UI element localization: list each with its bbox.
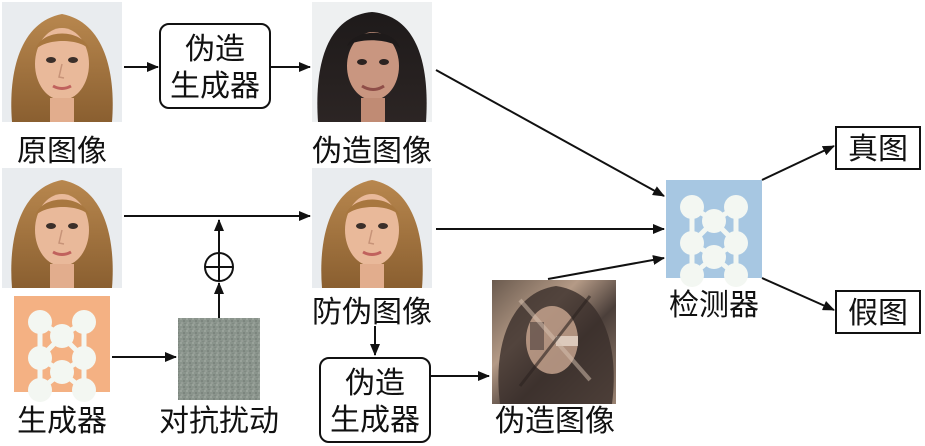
forged-image-top-photo: [310, 0, 434, 124]
forgery-generator-box-top: 伪造 生成器: [159, 23, 271, 109]
fake-image-label: 假图: [848, 296, 908, 331]
forgery-generator-line1: 伪造: [185, 32, 245, 67]
arrow-detector-to-real: [761, 145, 835, 181]
anti-forgery-image-label: 防伪图像: [312, 295, 432, 330]
generator-network-tile: [14, 296, 110, 402]
forgery-generator-bottom-line1: 伪造: [345, 366, 405, 401]
fake-image-output-box: 假图: [835, 290, 921, 334]
detector-label: 检测器: [669, 288, 759, 323]
forgery-generator-box-bottom: 伪造 生成器: [319, 357, 431, 443]
original-image-label: 原图像: [17, 134, 107, 169]
anti-forgery-image-photo: [310, 166, 434, 290]
detector-network-tile: [666, 180, 762, 287]
forgery-generator-bottom-line2: 生成器: [330, 403, 420, 438]
real-image-output-box: 真图: [835, 126, 921, 170]
arrow-detector-to-fake: [761, 277, 835, 311]
forged-image-bottom-label: 伪造图像: [495, 404, 615, 439]
real-image-label: 真图: [848, 132, 908, 167]
arrow-forged-to-detector: [435, 69, 665, 197]
original-image-photo: [0, 0, 124, 124]
source-image-photo: [0, 166, 124, 290]
arrow-forged-bottom-to-detector: [547, 255, 665, 280]
forgery-generator-line2: 生成器: [170, 69, 260, 104]
forged-image-top-label: 伪造图像: [312, 134, 432, 169]
adversarial-perturbation-tile: [178, 318, 260, 400]
generator-label: 生成器: [17, 404, 107, 439]
plus-operator: [204, 252, 234, 282]
adversarial-perturbation-label: 对抗扰动: [159, 404, 279, 439]
forged-image-bottom-photo: [492, 280, 616, 404]
